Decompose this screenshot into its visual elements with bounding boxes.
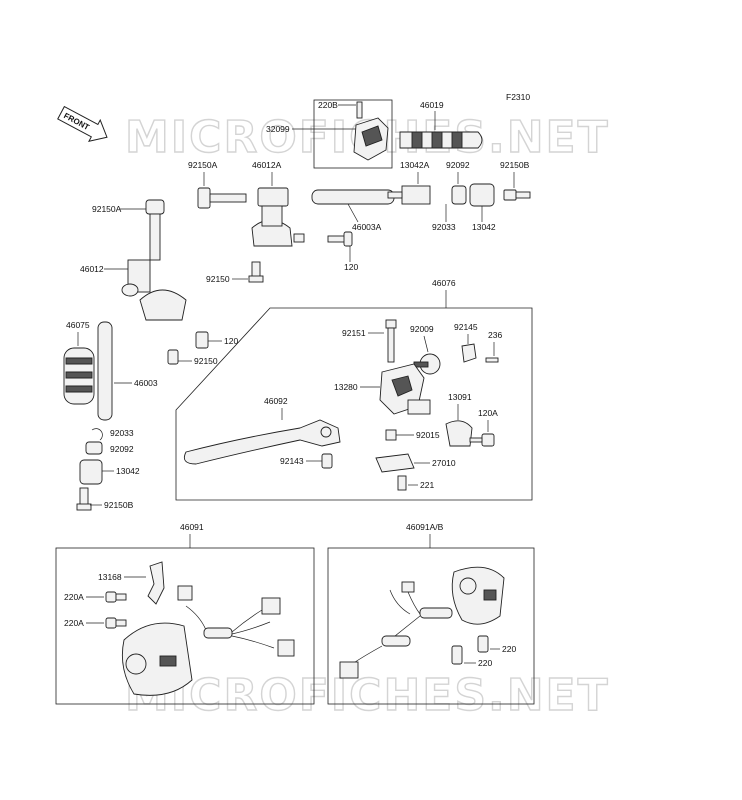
label-46091AB: 46091A/B [406, 522, 444, 532]
label-92145: 92145 [454, 322, 478, 332]
bolt-92150-mid-icon [248, 261, 264, 283]
switch-lever-13168-icon [147, 561, 165, 605]
label-92150-mid: 92150 [206, 274, 230, 284]
label-221: 221 [420, 480, 434, 490]
label-220B: 220B [318, 100, 338, 110]
label-120-mid: 120 [344, 262, 358, 272]
label-13042-low: 13042 [116, 466, 140, 476]
label-236: 236 [488, 330, 502, 340]
screw-120-low-icon [195, 331, 209, 349]
screw-220A-1-icon [105, 591, 127, 603]
nut-92015-icon [385, 429, 397, 441]
throttle-housing-icon [353, 101, 389, 161]
pipe-46003A-icon [311, 189, 395, 205]
bolt-92150-low-icon [167, 349, 179, 365]
label-46012A: 46012A [252, 160, 282, 170]
throttle-housing-box [313, 99, 393, 169]
left-grip-46075-icon [63, 347, 95, 405]
label-13280: 13280 [334, 382, 358, 392]
weight-13042-low-icon [79, 459, 103, 485]
label-13091: 13091 [448, 392, 472, 402]
pin-236-icon [485, 357, 499, 363]
label-92015: 92015 [416, 430, 440, 440]
label-92009: 92009 [410, 324, 434, 334]
label-46076: 46076 [432, 278, 456, 288]
label-13042-top: 13042 [472, 222, 496, 232]
master-cylinder-13280-icon [379, 363, 431, 415]
weight-13042-top-icon [469, 183, 495, 207]
spring-92145-icon [461, 343, 477, 363]
label-46003A: 46003A [352, 222, 382, 232]
switch-27010-icon [375, 453, 415, 473]
bushing-92143-icon [321, 453, 333, 469]
label-92150B-low: 92150B [104, 500, 134, 510]
label-92092-top: 92092 [446, 160, 470, 170]
throttle-grip-icon [399, 131, 483, 149]
label-13042A: 13042A [400, 160, 430, 170]
bolt-92150A-left-icon [145, 199, 165, 261]
label-46092: 46092 [264, 396, 288, 406]
holder-46012A-icon [251, 187, 305, 247]
label-92033-low: 92033 [110, 428, 134, 438]
switch-box-46091AB [327, 547, 535, 705]
label-120-low: 120 [224, 336, 238, 346]
screw-120A-icon [469, 433, 495, 447]
label-46091: 46091 [180, 522, 204, 532]
clip-92033-icon [91, 428, 103, 441]
bolt-92150B-top-icon [503, 189, 531, 201]
left-switch-harness-icon [177, 585, 295, 657]
screw-221-icon [397, 475, 407, 491]
screw-220-2-icon [451, 645, 463, 665]
collar-92092-icon [451, 185, 467, 205]
switch-box-46091 [55, 547, 315, 705]
clamp-13091-icon [445, 420, 473, 447]
label-27010: 27010 [432, 458, 456, 468]
label-92151: 92151 [342, 328, 366, 338]
label-92150-low: 92150 [194, 356, 218, 366]
figure-code: F2310 [506, 92, 530, 102]
collar-92092-low-icon [85, 441, 103, 455]
label-13168: 13168 [98, 572, 122, 582]
lever-box-46076 [175, 307, 533, 501]
screw-220A-2-icon [105, 617, 127, 629]
bolt-92150B-low-icon [76, 487, 92, 511]
right-switch-harness-icon [339, 581, 453, 679]
label-46019: 46019 [420, 100, 444, 110]
handlebar-pipe-46003-icon [97, 321, 113, 421]
label-120A: 120A [478, 408, 498, 418]
adjuster-92009-icon [413, 353, 441, 375]
holder-46012-icon [121, 259, 187, 321]
pivot-bolt-92151-icon [385, 319, 397, 363]
front-arrow-icon: FRONT [57, 105, 108, 142]
label-220A-1: 220A [64, 592, 84, 602]
label-92150A-left: 92150A [92, 204, 122, 214]
label-46003: 46003 [134, 378, 158, 388]
label-92143: 92143 [280, 456, 304, 466]
watermark-bottom: MICROFICHES.NET [125, 670, 610, 721]
label-220A-2: 220A [64, 618, 84, 628]
left-switch-housing-icon [121, 622, 193, 696]
brake-lever-46092-icon [183, 419, 341, 465]
label-92033-top: 92033 [432, 222, 456, 232]
label-220-1: 220 [502, 644, 516, 654]
right-switch-housing-icon [451, 566, 505, 625]
screw-220-1-icon [477, 635, 489, 653]
label-92150A-top: 92150A [188, 160, 218, 170]
bolt-92150A-top-icon [197, 187, 247, 209]
label-32099: 32099 [266, 124, 290, 134]
label-46012: 46012 [80, 264, 104, 274]
label-46075: 46075 [66, 320, 90, 330]
label-220-2: 220 [478, 658, 492, 668]
label-92092-low: 92092 [110, 444, 134, 454]
weight-13042A-icon [387, 185, 431, 205]
label-92150B-top: 92150B [500, 160, 530, 170]
screw-120-mid-icon [327, 231, 353, 247]
